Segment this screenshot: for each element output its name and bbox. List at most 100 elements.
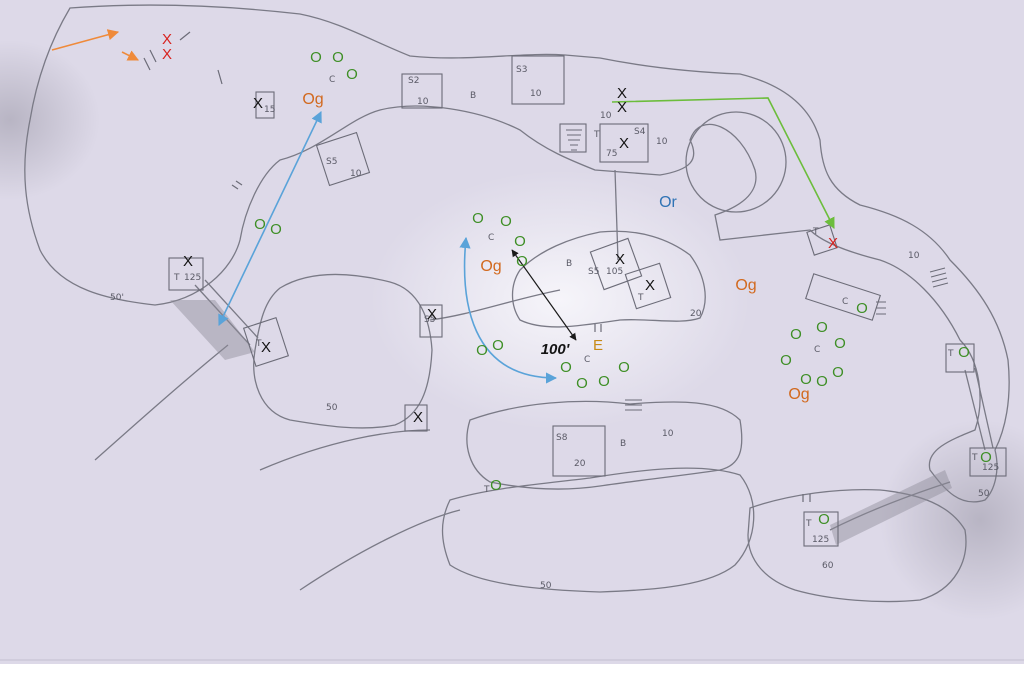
black-distance-arrow (511, 249, 577, 341)
o-mark-green-7: O (514, 233, 526, 250)
x-mark-black-5: X (615, 251, 625, 268)
paper-shadow-right (880, 420, 1024, 620)
note-s8: S8 (556, 433, 568, 443)
note-s5a: S5 (326, 157, 337, 167)
cave-south-west (441, 467, 755, 593)
note-b2: B (566, 259, 572, 269)
o-mark-green-12: O (576, 375, 588, 392)
o-mark-green-26: O (818, 511, 830, 528)
o-mark-green-19: O (800, 371, 812, 388)
o-mark-green-8: O (516, 253, 528, 270)
passage-link-2 (614, 169, 619, 261)
o-mark-green-24: O (980, 449, 992, 466)
note-50d: 50 (978, 489, 990, 499)
note-50b: 50 (326, 403, 338, 413)
o-mark-green-2: O (346, 66, 358, 83)
label-distance: 100' (541, 341, 570, 358)
cave-round-room (685, 111, 787, 213)
pencil-notes: S2 10 S3 10 S4 10 75 10 T B C S5 10 15 T… (110, 65, 999, 591)
note-s5b: S5 (424, 315, 435, 325)
note-c4: C (814, 345, 820, 355)
passage-southeast (829, 481, 951, 531)
note-c1: C (329, 75, 335, 85)
note-t8: T (971, 453, 978, 463)
paper-shadow-left (0, 40, 100, 200)
door-ticks (143, 31, 811, 502)
note-10b: 10 (530, 89, 542, 99)
note-20b: 20 (574, 459, 586, 469)
x-mark-red-0: X (162, 31, 172, 48)
label-og-north: Og (302, 91, 323, 108)
x-mark-black-2: X (617, 99, 627, 116)
note-c3: C (488, 233, 494, 243)
note-t3: T (255, 339, 262, 349)
green-arrow-path (611, 97, 835, 229)
label-og-east: Og (735, 277, 756, 294)
note-10e: 10 (350, 169, 362, 179)
label-og-southeast: Og (788, 386, 809, 403)
x-mark-black-7: X (427, 306, 437, 323)
stair-hatches (566, 129, 949, 411)
o-mark-green-1: O (332, 49, 344, 66)
note-125b: 125 (812, 535, 829, 545)
passage-shadows (170, 300, 952, 545)
blue-arrow-diagonal (218, 110, 322, 327)
note-10g: 10 (662, 429, 674, 439)
note-s4: S4 (634, 127, 646, 137)
x-mark-black-3: X (619, 135, 629, 152)
note-c2: C (842, 297, 848, 307)
passage-southwest (94, 344, 229, 461)
o-mark-green-16: O (816, 319, 828, 336)
note-b3: B (620, 439, 626, 449)
note-t7: T (947, 349, 954, 359)
note-105: 105 (606, 267, 623, 277)
x-mark-black-6: X (645, 277, 655, 294)
x-mark-black-9: X (413, 409, 423, 426)
x-mark-black-8: X (261, 339, 271, 356)
o-mark-green-23: O (958, 344, 970, 361)
note-t4: T (637, 293, 644, 303)
pencil-room-boxes (168, 55, 1007, 547)
note-t2: T (173, 273, 180, 283)
note-t6: T (805, 519, 812, 529)
label-or: Or (659, 194, 677, 211)
note-20a: 20 (690, 309, 702, 319)
note-t5: T (483, 485, 490, 495)
o-mark-green-10: O (492, 337, 504, 354)
o-mark-green-5: O (472, 210, 484, 227)
note-125c: 125 (982, 463, 999, 473)
o-mark-green-18: O (780, 352, 792, 369)
note-s5c: S5 (588, 267, 599, 277)
o-mark-green-9: O (476, 342, 488, 359)
o-mark-green-22: O (856, 300, 868, 317)
blue-arrow-curve (459, 236, 558, 384)
orange-arrow-1 (51, 29, 120, 51)
passage-east-stair (964, 367, 994, 451)
o-mark-green-21: O (832, 364, 844, 381)
x-mark-red-1: X (162, 46, 172, 63)
o-mark-green-0: O (310, 49, 322, 66)
note-10a: 10 (417, 97, 429, 107)
route-arrows (51, 29, 835, 384)
o-mark-green-4: O (270, 221, 282, 238)
note-15: 15 (264, 105, 275, 115)
orange-arrow-2 (121, 50, 140, 61)
o-mark-green-11: O (560, 359, 572, 376)
central-lit-area (370, 170, 750, 430)
note-50a: 50' (110, 293, 124, 303)
label-og-center: Og (480, 258, 501, 275)
note-t9: T (812, 227, 819, 237)
note-10c: 10 (656, 137, 668, 147)
note-s3: S3 (516, 65, 527, 75)
o-mark-green-13: O (598, 373, 610, 390)
o-mark-green-14: O (618, 359, 630, 376)
note-10d: 10 (600, 111, 612, 121)
cave-central-west (253, 273, 433, 429)
note-60: 60 (822, 561, 834, 571)
label-e: E (593, 337, 603, 354)
x-mark-red-2: X (828, 235, 838, 252)
note-s2: S2 (408, 76, 419, 86)
